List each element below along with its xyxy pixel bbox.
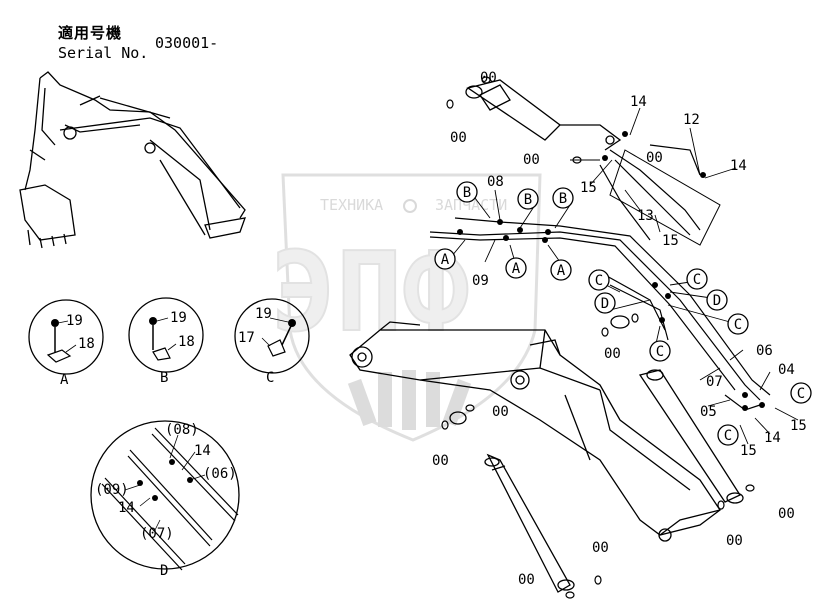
part-label: 19	[170, 310, 187, 326]
watermark: ТЕХНИКА ЗАПЧАСТИ ЭПФ	[269, 173, 542, 442]
arm-cylinder	[465, 79, 622, 151]
part-label: 00	[726, 533, 743, 549]
part-label: 15	[740, 443, 757, 459]
detail-label: D	[160, 563, 168, 579]
clamp-points	[457, 131, 765, 411]
detail-d-label: 14	[118, 500, 135, 516]
part-label: 14	[764, 430, 781, 446]
detail-label: B	[160, 370, 168, 386]
part-label: 19	[66, 313, 83, 329]
part-label: 00	[604, 346, 621, 362]
part-label: 07	[706, 374, 723, 390]
callout-d: D	[594, 292, 616, 314]
leader-lines	[446, 107, 799, 445]
svg-text:B: B	[463, 185, 471, 201]
watermark-company2: ЗАПЧАСТИ	[435, 196, 507, 214]
excavator-overview	[19, 71, 246, 249]
part-label: 19	[255, 306, 272, 322]
callout-circles: B B B A A A C C D D C C C C	[434, 181, 812, 446]
part-label: 18	[178, 334, 195, 350]
gear-icon	[403, 199, 417, 213]
part-label: 00	[518, 572, 535, 588]
part-label: 09	[472, 273, 489, 289]
detail-d-label: 14	[194, 443, 211, 459]
callout-c: C	[588, 269, 610, 291]
boom-assembly	[349, 321, 721, 542]
wheat-icon	[347, 370, 472, 430]
part-label: 00	[480, 70, 497, 86]
part-label: 17	[238, 330, 255, 346]
svg-text:C: C	[693, 272, 701, 288]
detail-label: C	[266, 370, 274, 386]
watermark-logo: ЭПФ	[270, 228, 469, 356]
svg-text:A: A	[441, 252, 450, 268]
detail-d: (08) 14 (06) (09) 14 (07) D	[90, 420, 240, 579]
hose-bracket-outline	[609, 149, 721, 246]
svg-text:C: C	[797, 386, 805, 402]
svg-text:D: D	[713, 293, 721, 309]
detail-label: A	[60, 372, 69, 388]
callout-a: A	[434, 248, 456, 270]
part-label: 15	[790, 418, 807, 434]
boom-cylinders	[449, 315, 744, 593]
part-label: 00	[450, 130, 467, 146]
detail-d-label: (07)	[140, 526, 174, 542]
svg-text:A: A	[557, 263, 566, 279]
svg-text:C: C	[724, 428, 732, 444]
watermark-company: ТЕХНИКА	[320, 196, 383, 214]
svg-text:D: D	[601, 296, 609, 312]
svg-text:A: A	[512, 261, 521, 277]
part-label: 04	[778, 362, 795, 378]
callout-c: C	[717, 424, 739, 446]
callout-b: B	[517, 188, 539, 210]
detail-b: 19 18 B	[128, 297, 204, 386]
callout-c: C	[790, 382, 812, 404]
part-label: 18	[78, 336, 95, 352]
part-label: 00	[778, 506, 795, 522]
serial-label: Serial No.	[58, 44, 149, 62]
svg-text:C: C	[656, 344, 664, 360]
callout-b: B	[456, 181, 478, 203]
svg-text:B: B	[524, 192, 532, 208]
callout-c: C	[649, 340, 671, 362]
detail-d-label: (08)	[165, 422, 199, 438]
callout-b: B	[552, 187, 574, 209]
part-label: 06	[756, 343, 773, 359]
part-label: 08	[487, 174, 504, 190]
svg-text:C: C	[734, 317, 742, 333]
part-label: 14	[730, 158, 747, 174]
part-label: 13	[637, 208, 654, 224]
callout-d: D	[706, 289, 728, 311]
part-labels: 00 00 14 12 00 14 00 15 08 13 15 09 06 0…	[432, 70, 807, 588]
detail-c: 19 17 C	[234, 298, 310, 386]
callout-a: A	[550, 259, 572, 281]
detail-d-label: (09)	[95, 482, 129, 498]
detail-d-label: (06)	[203, 466, 237, 482]
part-label: 15	[580, 180, 597, 196]
part-label: 15	[662, 233, 679, 249]
callout-a: A	[505, 257, 527, 279]
part-label: 00	[592, 540, 609, 556]
svg-text:B: B	[559, 191, 567, 207]
svg-text:C: C	[595, 273, 603, 289]
part-label: 00	[646, 150, 663, 166]
callout-c: C	[727, 313, 749, 335]
part-label: 12	[683, 112, 700, 128]
applicable-model-label: 適用号機	[58, 24, 123, 42]
part-label: 00	[432, 453, 449, 469]
part-label: 00	[523, 152, 540, 168]
part-label: 00	[492, 404, 509, 420]
detail-a: 19 18 A	[28, 299, 104, 388]
part-label: 05	[700, 404, 717, 420]
o-rings	[441, 76, 755, 599]
part-label: 14	[630, 94, 647, 110]
callout-c: C	[686, 268, 708, 290]
serial-value: 030001-	[155, 34, 219, 52]
